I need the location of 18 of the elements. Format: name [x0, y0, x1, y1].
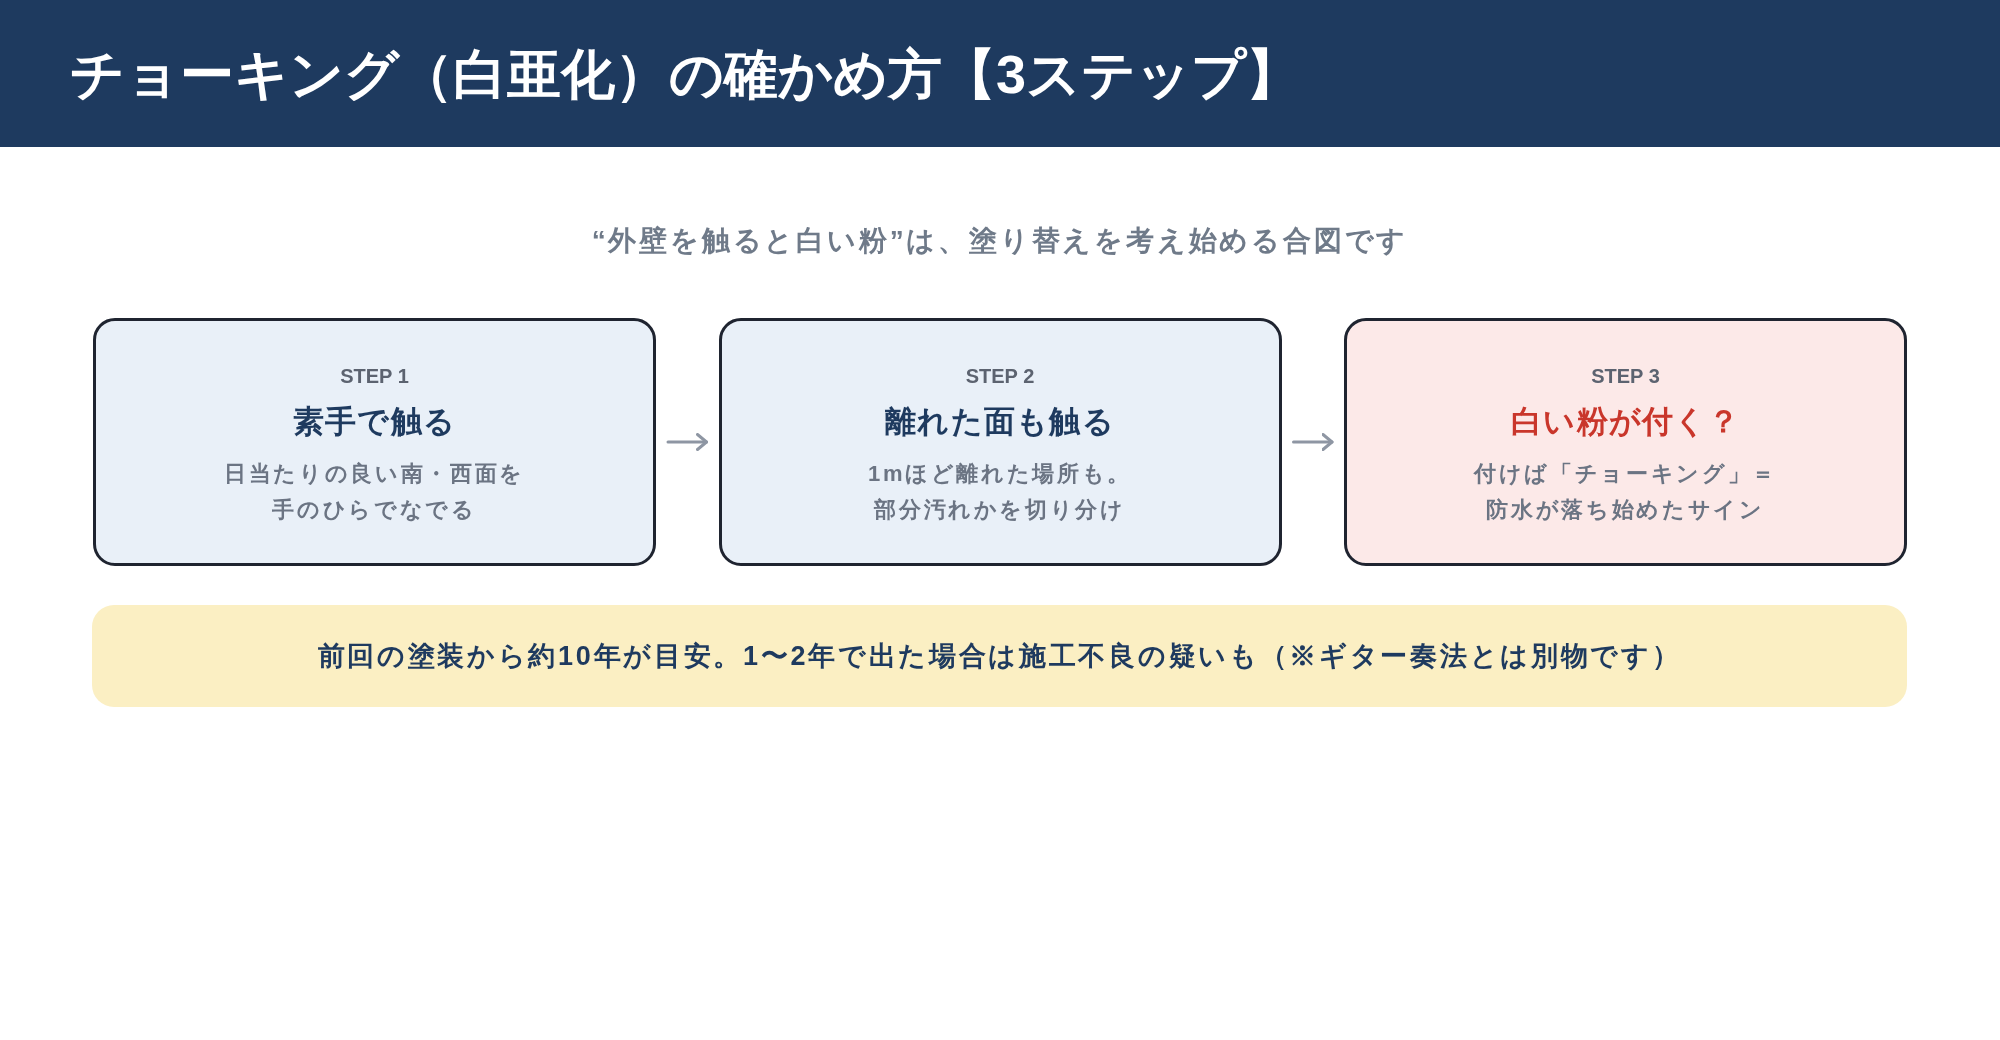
note-banner — [92, 605, 1907, 707]
subtitle: “外壁を触ると白い粉”は、塗り替えを考え始める合図です — [591, 224, 1409, 258]
step-card — [93, 318, 656, 566]
step-title: 素手で触る — [292, 403, 457, 441]
step-description: 1mほど離れた場所も。部分汚れかを切り分け — [867, 460, 1133, 524]
note-text: 前回の塗装から約10年が目安。1〜2年で出た場合は施工不良の疑いも（※ギター奏法とは別物です） — [317, 640, 1682, 673]
page-title: チョーキング（白亜化）の確かめ方【3ステップ】 — [70, 46, 1301, 101]
step-title: 白い粉が付く？ — [1511, 403, 1740, 441]
step-card — [718, 318, 1282, 566]
step-description: 付けば「チョーキング」＝防水が落ち始めたサイン — [1473, 460, 1778, 524]
arrow — [666, 433, 708, 451]
step-description: 日当たりの良い南・西面を手のひらでなでる — [223, 460, 526, 524]
step-label: STEP 3 — [1591, 364, 1660, 388]
step-card — [1344, 318, 1907, 566]
step-label: STEP 1 — [340, 364, 409, 388]
step-label: STEP 2 — [965, 364, 1035, 388]
arrow — [1292, 433, 1334, 451]
step-title: 離れた面も触る — [885, 403, 1115, 441]
